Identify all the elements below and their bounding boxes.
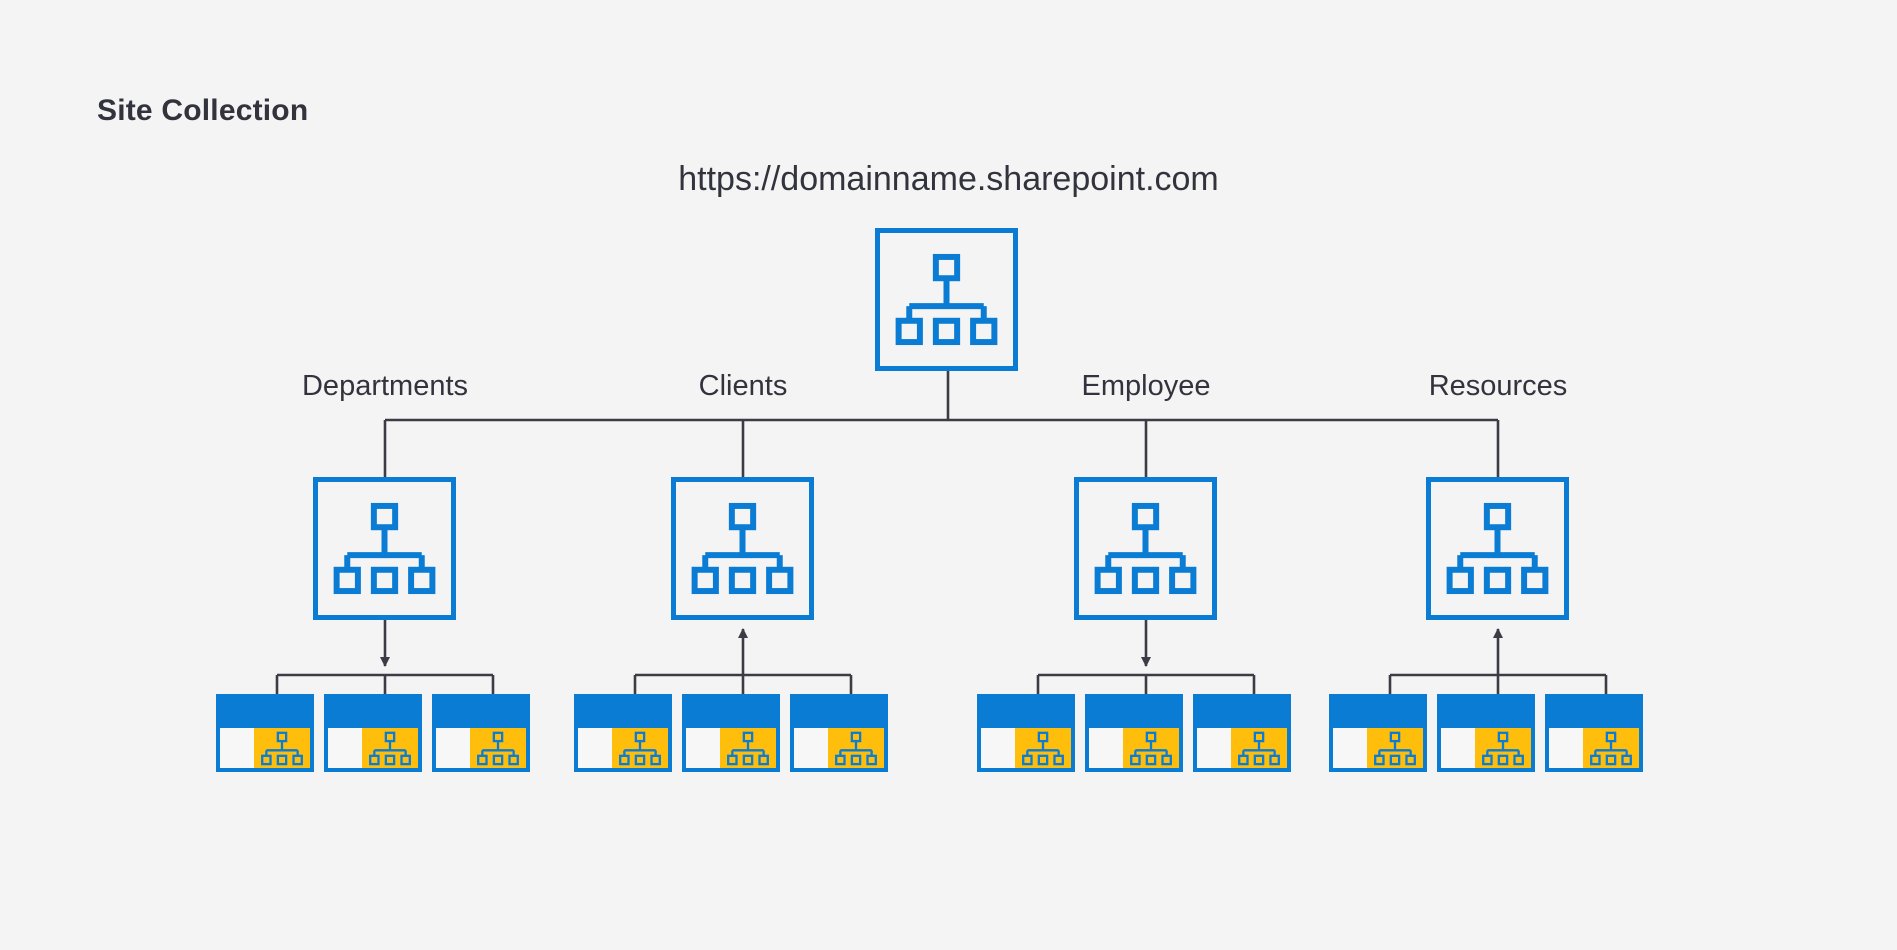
leaf-card-content-pane [981, 728, 1015, 768]
leaf-card-content-pane [220, 728, 254, 768]
subsite-hierarchy-icon [720, 728, 776, 768]
leaf-card-content-pane [328, 728, 362, 768]
leaf-site-card[interactable] [1329, 694, 1427, 772]
subsite-hierarchy-icon [1123, 728, 1179, 768]
group-site-box-employee[interactable] [1074, 477, 1217, 620]
site-hierarchy-icon [318, 482, 451, 615]
site-hierarchy-icon [1079, 482, 1212, 615]
leaf-card-header [578, 698, 668, 728]
site-hierarchy-icon [1431, 482, 1564, 615]
group-label-departments: Departments [301, 370, 469, 402]
leaf-site-card[interactable] [1545, 694, 1643, 772]
leaf-site-card[interactable] [432, 694, 530, 772]
leaf-card-body [1089, 728, 1179, 768]
leaf-card-body [794, 728, 884, 768]
root-site-url: https://domainname.sharepoint.com [678, 160, 1219, 198]
leaf-card-header [1089, 698, 1179, 728]
subsite-hierarchy-icon [1231, 728, 1287, 768]
leaf-card-content-pane [1333, 728, 1367, 768]
leaf-card-header [1441, 698, 1531, 728]
subsite-hierarchy-icon [1475, 728, 1531, 768]
subsite-hierarchy-icon [612, 728, 668, 768]
leaf-card-header [686, 698, 776, 728]
leaf-site-card[interactable] [1193, 694, 1291, 772]
group-label-resources: Resources [1428, 370, 1568, 402]
root-site-box[interactable] [875, 228, 1018, 371]
leaf-card-content-pane [686, 728, 720, 768]
group-site-box-departments[interactable] [313, 477, 456, 620]
leaf-card-body [1197, 728, 1287, 768]
leaf-card-content-pane [436, 728, 470, 768]
leaf-card-header [794, 698, 884, 728]
subsite-hierarchy-icon [1367, 728, 1423, 768]
leaf-site-card[interactable] [324, 694, 422, 772]
leaf-card-header [981, 698, 1071, 728]
leaf-card-body [436, 728, 526, 768]
leaf-site-card[interactable] [977, 694, 1075, 772]
subsite-hierarchy-icon [470, 728, 526, 768]
page-title: Site Collection [97, 94, 309, 127]
leaf-card-body [1549, 728, 1639, 768]
leaf-card-header [328, 698, 418, 728]
group-label-employee: Employee [1081, 370, 1211, 402]
leaf-card-body [578, 728, 668, 768]
leaf-card-body [686, 728, 776, 768]
leaf-card-header [1197, 698, 1287, 728]
leaf-card-header [220, 698, 310, 728]
leaf-site-card[interactable] [1085, 694, 1183, 772]
leaf-card-header [1333, 698, 1423, 728]
leaf-card-body [1441, 728, 1531, 768]
leaf-card-content-pane [1549, 728, 1583, 768]
leaf-site-card[interactable] [574, 694, 672, 772]
subsite-hierarchy-icon [1583, 728, 1639, 768]
subsite-hierarchy-icon [362, 728, 418, 768]
subsite-hierarchy-icon [1015, 728, 1071, 768]
leaf-card-body [328, 728, 418, 768]
leaf-card-header [436, 698, 526, 728]
leaf-card-content-pane [1197, 728, 1231, 768]
leaf-site-card[interactable] [216, 694, 314, 772]
leaf-site-card[interactable] [1437, 694, 1535, 772]
leaf-site-card[interactable] [790, 694, 888, 772]
site-hierarchy-icon [880, 233, 1013, 366]
site-hierarchy-icon [676, 482, 809, 615]
group-site-box-clients[interactable] [671, 477, 814, 620]
subsite-hierarchy-icon [828, 728, 884, 768]
group-site-box-resources[interactable] [1426, 477, 1569, 620]
leaf-card-content-pane [578, 728, 612, 768]
leaf-card-body [220, 728, 310, 768]
leaf-card-content-pane [1441, 728, 1475, 768]
leaf-card-body [981, 728, 1071, 768]
group-label-clients: Clients [698, 370, 788, 402]
leaf-card-content-pane [1089, 728, 1123, 768]
leaf-card-body [1333, 728, 1423, 768]
leaf-site-card[interactable] [682, 694, 780, 772]
leaf-card-content-pane [794, 728, 828, 768]
subsite-hierarchy-icon [254, 728, 310, 768]
leaf-card-header [1549, 698, 1639, 728]
